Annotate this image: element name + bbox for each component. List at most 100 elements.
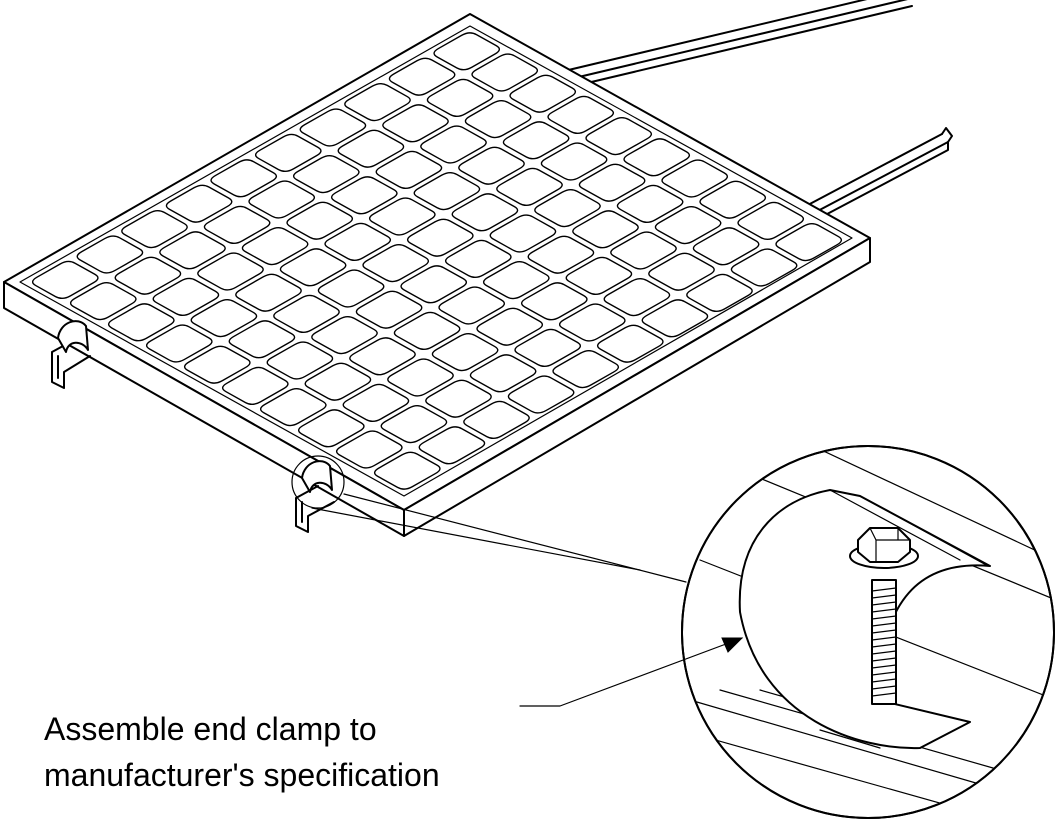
solar-cell [502, 121, 570, 160]
solar-cell [406, 218, 474, 257]
solar-cell [76, 235, 144, 274]
solar-cell [471, 53, 539, 92]
thread-line [871, 629, 897, 634]
thread-line [871, 657, 897, 662]
solar-cell [699, 180, 767, 219]
solar-cell [382, 104, 449, 143]
thread-line [871, 636, 897, 641]
solar-cell [254, 133, 322, 173]
solar-cell-grid [31, 32, 843, 490]
solar-cell [572, 210, 639, 249]
solar-cell [527, 235, 595, 274]
end-clamp-left [57, 320, 89, 353]
solar-cell [654, 205, 722, 245]
solar-cell [221, 366, 289, 406]
solar-cell [507, 375, 575, 414]
detail-view [681, 445, 1055, 819]
solar-cell [114, 256, 182, 295]
solar-cell [418, 426, 486, 465]
solar-cell [578, 163, 646, 202]
solar-cell [496, 167, 563, 207]
solar-cell [393, 311, 461, 351]
solar-cell [603, 277, 671, 317]
solar-cell [373, 451, 441, 490]
solar-cell [259, 387, 327, 427]
solar-cell [107, 303, 175, 342]
solar-cell [547, 95, 615, 135]
solar-cell [380, 404, 448, 444]
solar-cell [730, 248, 798, 287]
solar-cell [31, 260, 99, 300]
thread-line [871, 643, 897, 648]
solar-cell [210, 159, 278, 198]
solar-cell [444, 239, 512, 279]
solar-cell [388, 57, 456, 96]
solar-cell [311, 315, 378, 355]
solar-cell [273, 294, 340, 334]
solar-cell [520, 282, 588, 321]
solar-cell [190, 298, 258, 338]
solar-cell [324, 222, 392, 262]
bolt-thread [871, 587, 897, 697]
solar-cell [451, 193, 519, 232]
solar-cell [413, 171, 481, 211]
solar-cell [317, 269, 385, 308]
solar-cell [286, 201, 354, 240]
solar-cell [299, 108, 367, 147]
solar-cell [228, 320, 296, 359]
solar-cell [420, 125, 487, 164]
solar-cell [648, 252, 715, 291]
solar-cell [775, 222, 843, 262]
solar-cell [641, 299, 709, 338]
annotation-line-2: manufacturer's specification [44, 757, 440, 793]
solar-cell [304, 362, 372, 401]
rail-front-right [295, 485, 335, 533]
solar-cell [362, 243, 430, 283]
solar-cell [558, 303, 626, 342]
solar-cell [489, 214, 557, 253]
thread-line [871, 678, 897, 683]
solar-cell [241, 226, 309, 266]
solar-cell [509, 74, 577, 113]
solar-cell [355, 290, 423, 329]
solar-cell [387, 358, 454, 397]
thread-line [871, 601, 897, 606]
solar-cell [431, 332, 499, 372]
solar-cell [335, 430, 403, 469]
thread-line [871, 594, 897, 599]
solar-cell [438, 286, 506, 325]
solar-cell [69, 281, 137, 321]
solar-cell [433, 32, 501, 71]
thread-line [871, 615, 897, 620]
thread-line [871, 692, 897, 697]
solar-cell [425, 379, 492, 418]
thread-line [871, 608, 897, 613]
solar-cell [279, 248, 347, 287]
solar-cell [737, 201, 805, 241]
solar-cell [349, 337, 416, 376]
detail-marker-circle [291, 455, 345, 509]
solar-cell [248, 180, 316, 219]
solar-cell [292, 154, 360, 194]
solar-cell [375, 150, 443, 190]
solar-cell [534, 188, 601, 228]
solar-cell [203, 205, 271, 245]
solar-cell [552, 349, 620, 389]
solar-cell [235, 273, 302, 312]
solar-cell [337, 129, 405, 168]
solar-cell [330, 176, 398, 215]
solar-cell [197, 252, 264, 291]
solar-cell [344, 82, 411, 122]
thread-line [871, 622, 897, 627]
solar-cell [297, 409, 365, 448]
solar-cell [183, 345, 251, 384]
solar-cell [458, 146, 525, 185]
solar-cell [145, 324, 213, 363]
solar-cell [165, 184, 233, 223]
solar-cell [482, 260, 550, 300]
solar-cell [565, 256, 633, 296]
thread-line [871, 671, 897, 676]
solar-cell [610, 231, 677, 270]
solar-cell [368, 197, 436, 236]
thread-line [871, 685, 897, 690]
